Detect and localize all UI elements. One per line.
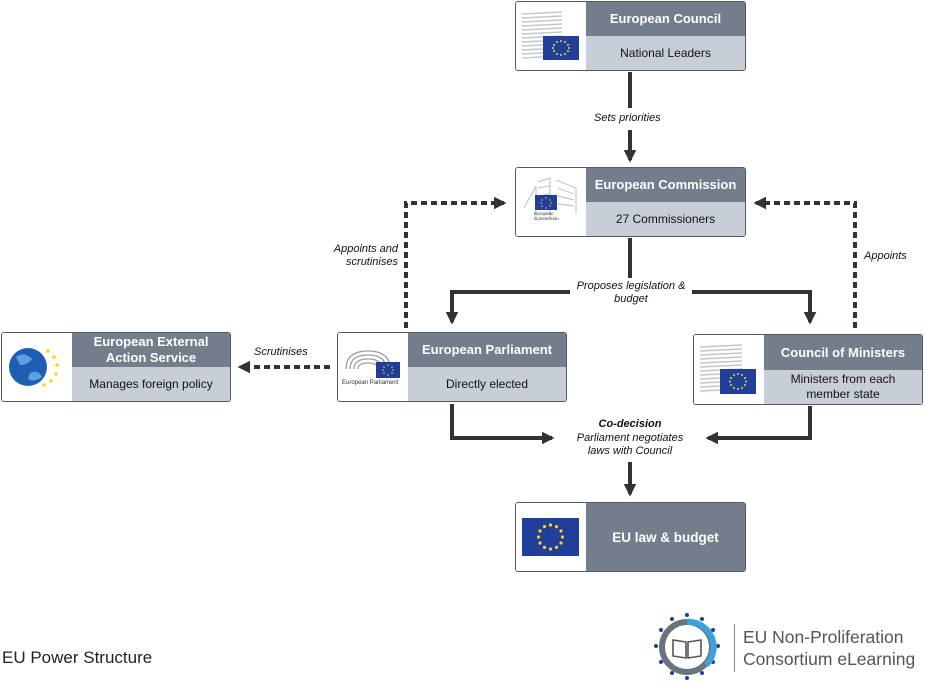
arrow-commission-to-parliament <box>445 290 570 325</box>
eeas-subtitle: Manages foreign policy <box>72 367 230 401</box>
eu-flag-icon <box>720 369 756 394</box>
node-eeas[interactable]: European External Action Service Manages… <box>1 332 231 402</box>
commission-logo-text: European Commission <box>534 211 559 221</box>
parliament-logo-image: European Parliament <box>338 333 408 401</box>
label-sets-priorities: Sets priorities <box>594 112 661 124</box>
council-building-image <box>516 2 586 70</box>
commission-title: European Commission <box>586 168 745 202</box>
node-eu-law-budget[interactable]: EU law & budget <box>515 502 746 572</box>
council-subtitle: National Leaders <box>586 36 745 70</box>
eu-flag-icon <box>376 362 400 378</box>
label-codecision-text: Parliament negotiates laws with Council <box>576 432 684 457</box>
law-flag-image <box>516 503 586 571</box>
arrow-commission-to-ministers <box>692 290 817 325</box>
council-title: European Council <box>586 2 745 36</box>
commission-building-image: European Commission <box>516 168 586 236</box>
footer-brand-line1: EU Non-Proliferation <box>743 627 904 647</box>
footer-brand: EU Non-Proliferation Consortium eLearnin… <box>743 626 915 670</box>
label-proposes-legislation: Proposes legislation & budget <box>576 280 686 305</box>
parliament-logo-text: European Parliament <box>342 380 399 386</box>
commission-subtitle: 27 Commissioners <box>586 202 745 236</box>
ministers-building-image <box>694 335 764 404</box>
label-codecision-title: Co-decision <box>598 418 662 430</box>
parliament-subtitle: Directly elected <box>408 367 566 401</box>
ministers-title: Council of Ministers <box>764 335 922 370</box>
node-council-of-ministers[interactable]: Council of Ministers Ministers from each… <box>693 334 923 405</box>
eu-flag-icon <box>535 195 557 210</box>
eu-flag-icon <box>543 36 579 60</box>
eu-flag-icon <box>522 518 579 556</box>
footer-title: EU Power Structure <box>2 648 153 667</box>
law-title: EU law & budget <box>586 503 745 571</box>
arrow-parliament-to-codecision <box>450 404 555 445</box>
node-european-commission[interactable]: European Commission European Commission … <box>515 167 746 237</box>
ministers-subtitle: Ministers from each member state <box>764 370 922 404</box>
label-appoints: Appoints <box>864 250 907 262</box>
consortium-logo-icon <box>654 613 720 680</box>
node-european-council[interactable]: European Council National Leaders <box>515 1 746 71</box>
label-appoints-scrutinises: Appoints and scrutinises <box>333 243 398 268</box>
dashed-ministers-to-commission <box>753 196 857 328</box>
eeas-globe-image <box>2 333 72 401</box>
label-scrutinises: Scrutinises <box>254 346 308 358</box>
globe-icon <box>9 348 47 386</box>
footer-divider <box>734 624 735 672</box>
node-european-parliament[interactable]: European Parliament European Parliament … <box>337 332 567 402</box>
parliament-title: European Parliament <box>408 333 566 367</box>
dashed-parliament-to-commission <box>404 196 507 328</box>
arrow-ministers-to-codecision <box>705 406 812 445</box>
book-icon <box>672 639 702 659</box>
eeas-title: European External Action Service <box>72 333 230 367</box>
footer-brand-line2: Consortium eLearning <box>743 649 916 669</box>
